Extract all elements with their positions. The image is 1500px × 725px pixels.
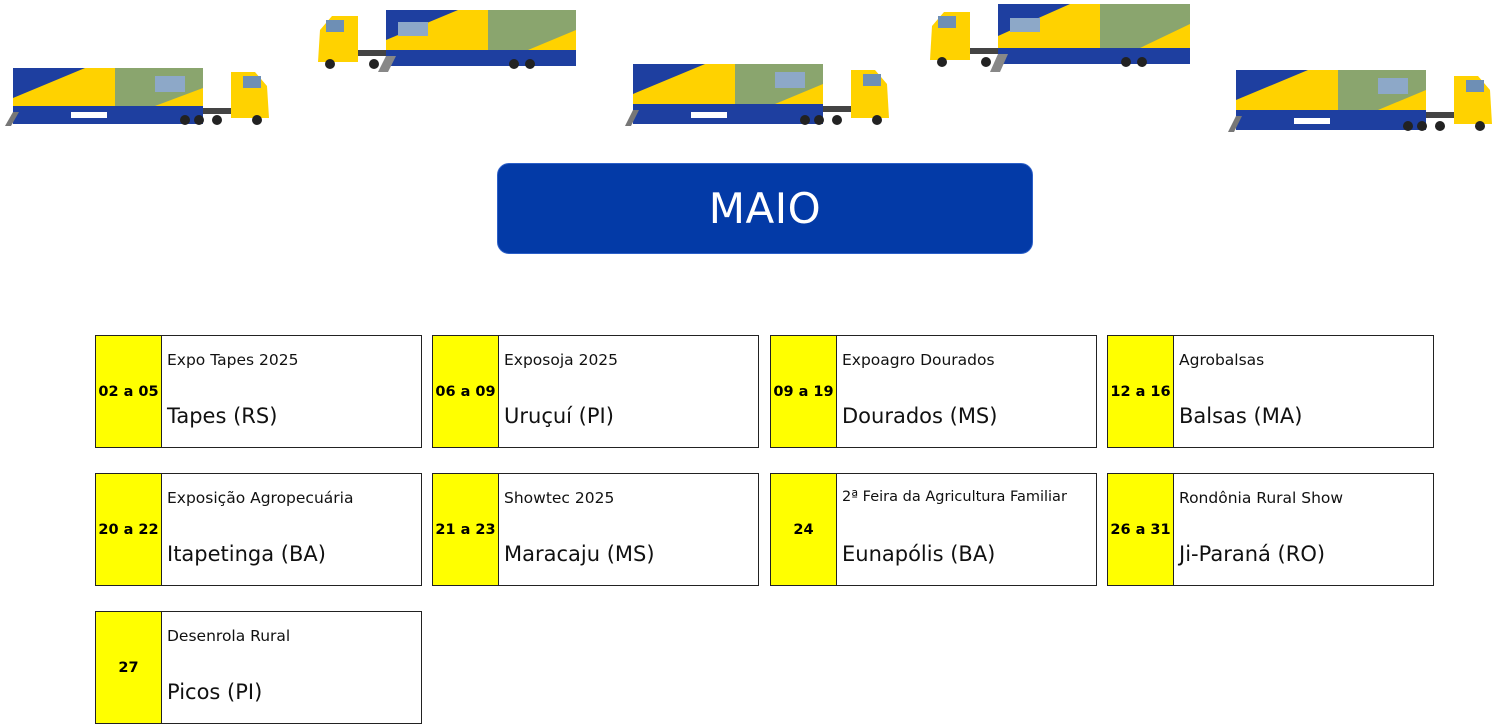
- event-date: 12 a 16: [1108, 336, 1174, 447]
- truck-icon: [5, 68, 270, 128]
- event-name: Exposição Agropecuária: [167, 489, 354, 507]
- event-city: Picos (PI): [167, 680, 263, 704]
- event-name: Showtec 2025: [504, 489, 615, 507]
- event-card: 06 a 09 Exposoja 2025 Uruçuí (PI): [432, 335, 759, 448]
- event-name: Rondônia Rural Show: [1179, 489, 1344, 507]
- event-city: Uruçuí (PI): [504, 404, 614, 428]
- event-city: Ji-Paraná (RO): [1179, 542, 1326, 566]
- event-card: 12 a 16 Agrobalsas Balsas (MA): [1107, 335, 1434, 448]
- event-card: 09 a 19 Expoagro Dourados Dourados (MS): [770, 335, 1097, 448]
- event-city: Maracaju (MS): [504, 542, 655, 566]
- event-date: 02 a 05: [96, 336, 162, 447]
- event-city: Tapes (RS): [167, 404, 278, 428]
- event-city: Itapetinga (BA): [167, 542, 326, 566]
- event-card: 21 a 23 Showtec 2025 Maracaju (MS): [432, 473, 759, 586]
- truck-icon: [1228, 70, 1494, 134]
- event-name: Expoagro Dourados: [842, 351, 995, 369]
- event-card: 02 a 05 Expo Tapes 2025 Tapes (RS): [95, 335, 422, 448]
- event-city: Eunapólis (BA): [842, 542, 996, 566]
- event-date: 27: [96, 612, 162, 723]
- month-banner: MAIO: [497, 163, 1033, 254]
- event-date: 09 a 19: [771, 336, 837, 447]
- event-city: Dourados (MS): [842, 404, 998, 428]
- event-card: 24 2ª Feira da Agricultura Familiar Euna…: [770, 473, 1097, 586]
- truck-icon: [930, 4, 1192, 72]
- event-card: 27 Desenrola Rural Picos (PI): [95, 611, 422, 724]
- event-date: 06 a 09: [433, 336, 499, 447]
- truck-icon: [318, 10, 578, 72]
- event-name: Agrobalsas: [1179, 351, 1265, 369]
- event-card: 26 a 31 Rondônia Rural Show Ji-Paraná (R…: [1107, 473, 1434, 586]
- event-name: 2ª Feira da Agricultura Familiar: [842, 489, 1067, 505]
- event-name: Desenrola Rural: [167, 627, 291, 645]
- event-date: 24: [771, 474, 837, 585]
- event-name: Expo Tapes 2025: [167, 351, 299, 369]
- event-card: 20 a 22 Exposição Agropecuária Itapeting…: [95, 473, 422, 586]
- event-city: Balsas (MA): [1179, 404, 1303, 428]
- truck-icon: [625, 64, 890, 128]
- month-title: MAIO: [708, 184, 822, 233]
- event-date: 26 a 31: [1108, 474, 1174, 585]
- event-date: 21 a 23: [433, 474, 499, 585]
- event-name: Exposoja 2025: [504, 351, 619, 369]
- event-date: 20 a 22: [96, 474, 162, 585]
